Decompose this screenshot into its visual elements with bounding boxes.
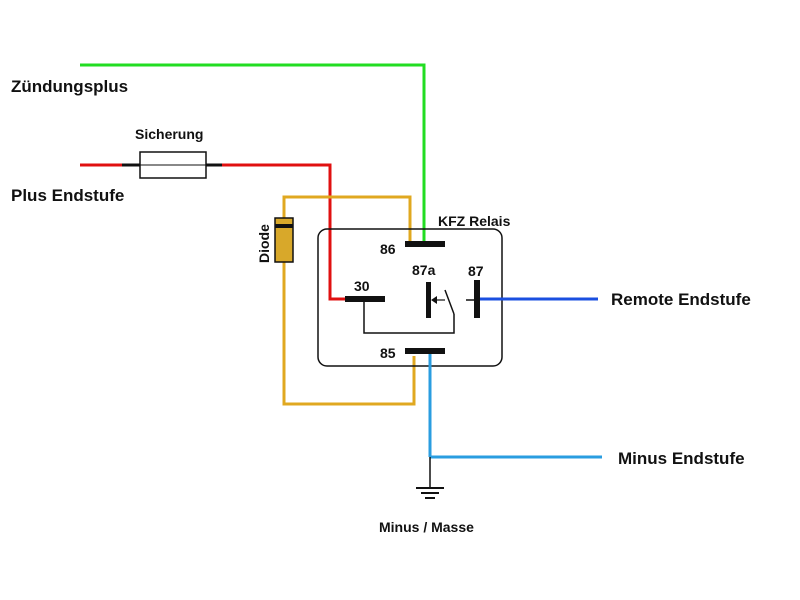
- plus-wire-right: [222, 163, 350, 301]
- plus-endstufe-label: Plus Endstufe: [11, 186, 124, 205]
- terminal-85-bar: [405, 348, 445, 354]
- terminal-86-bar: [405, 241, 445, 247]
- zuendungsplus-label: Zündungsplus: [11, 77, 128, 96]
- sicherung-label: Sicherung: [135, 126, 203, 142]
- terminal-30-label: 30: [354, 278, 370, 294]
- minus-endstufe-label: Minus Endstufe: [618, 449, 745, 468]
- terminal-86-label: 86: [380, 241, 396, 257]
- diode-band: [275, 224, 293, 228]
- terminal-87-label: 87: [468, 263, 484, 279]
- terminal-87-bar: [474, 280, 480, 318]
- terminal-30-bar: [345, 296, 385, 302]
- remote-endstufe-label: Remote Endstufe: [611, 290, 751, 309]
- terminal-87a-bar: [426, 282, 431, 318]
- diode-label: Diode: [256, 224, 272, 263]
- minus-masse-label: Minus / Masse: [379, 519, 474, 535]
- switch-arrow-head: [431, 296, 437, 304]
- terminal-87a-label: 87a: [412, 262, 436, 278]
- switch-blade: [444, 289, 455, 315]
- ground-symbol: [416, 487, 444, 499]
- terminal-85-label: 85: [380, 345, 396, 361]
- coil-wire-top: [282, 195, 412, 242]
- ignition-wire: [80, 63, 426, 242]
- coil-wire-bottom: [282, 262, 416, 406]
- relay-title: KFZ Relais: [438, 213, 511, 229]
- diode-symbol: [274, 217, 294, 263]
- common-contact-path: [363, 302, 455, 334]
